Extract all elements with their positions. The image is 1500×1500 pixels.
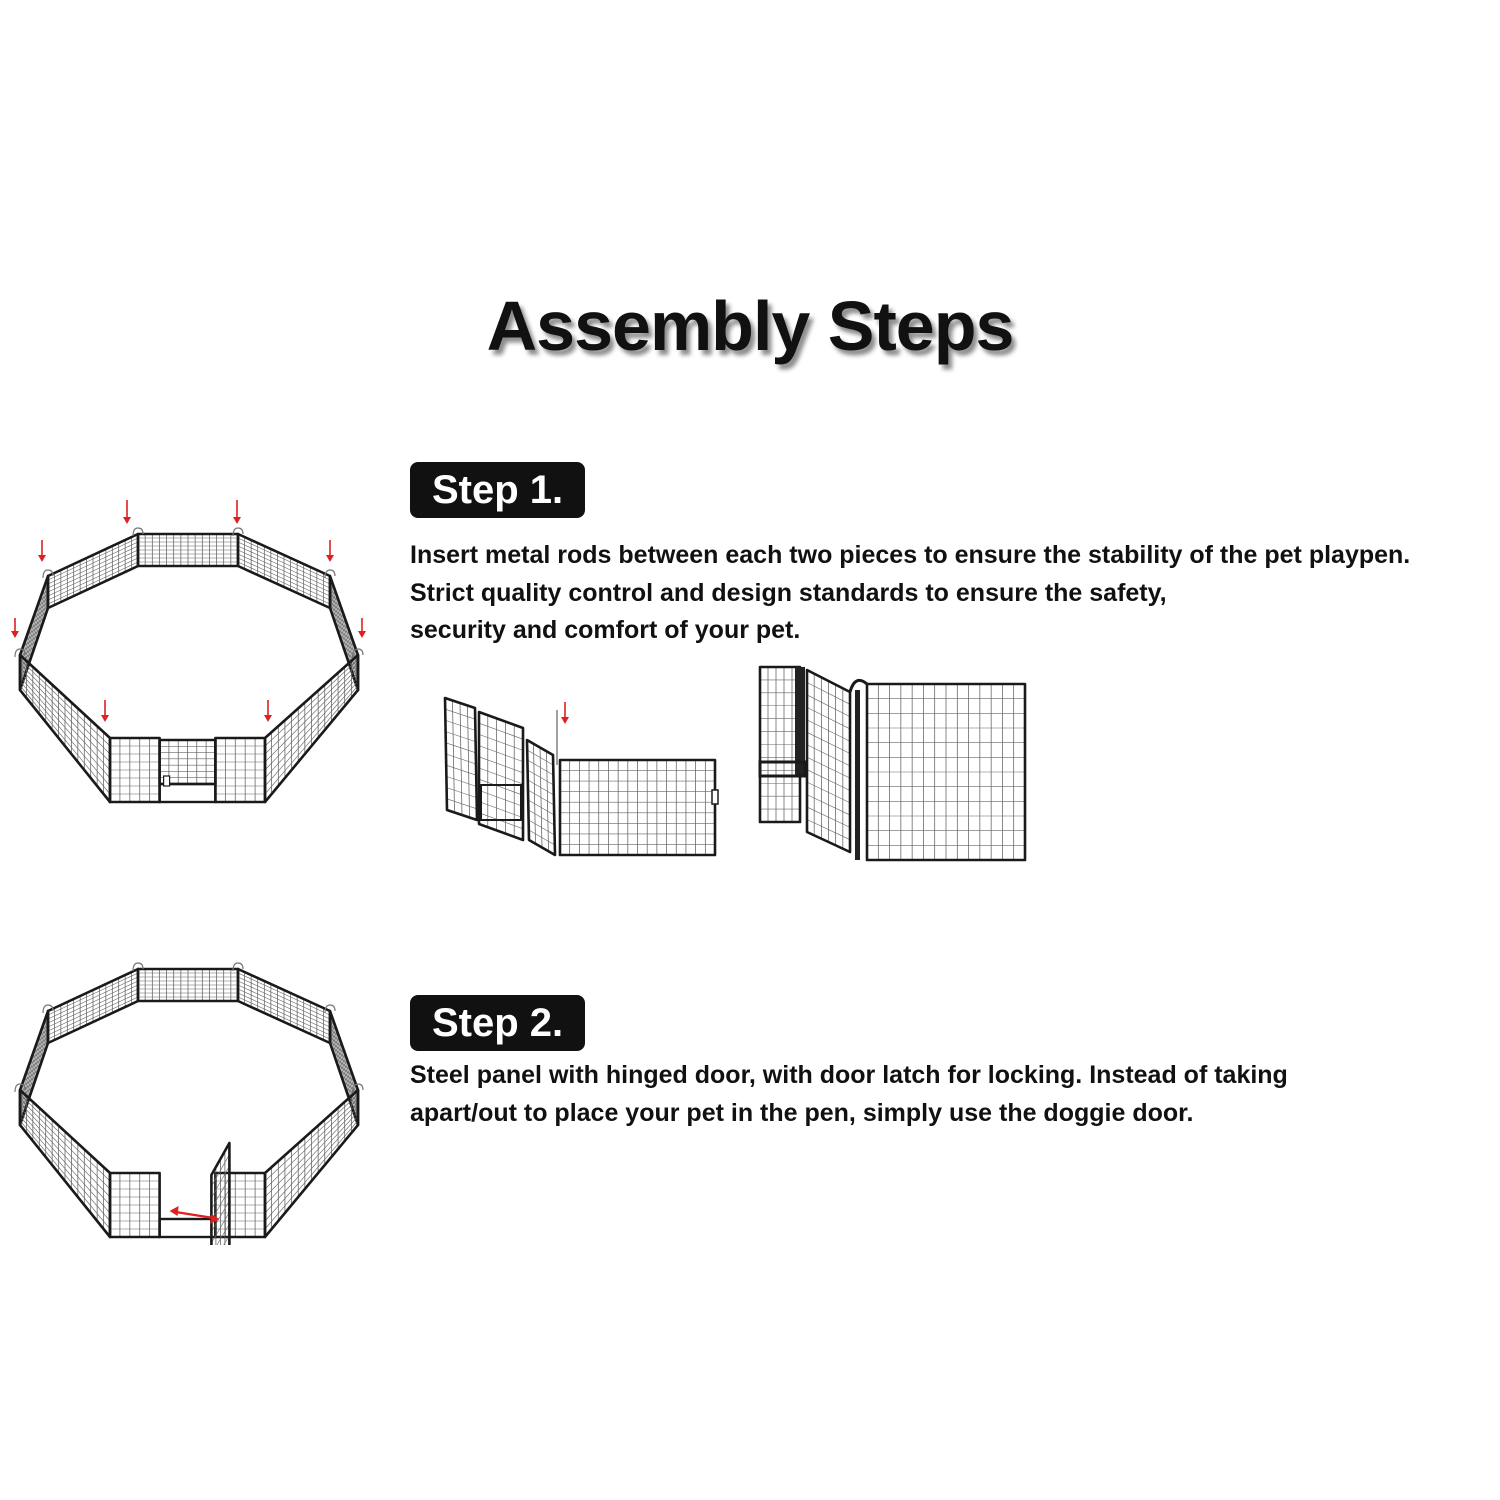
folded-panel-1 [443,696,479,822]
pen2-rod-hook-4 [232,962,244,972]
pen2-door-base [158,1217,217,1239]
page-title: Assembly Steps [486,287,1015,365]
pen2-rod-hook-3 [132,962,144,972]
pen1-front-left-panel [108,736,161,804]
pen2-door-swing-arrow [169,1206,220,1224]
pen1-rod-arrow-1 [11,618,19,638]
step-1-playpen-illustration [0,490,380,810]
pen1-rod-hook-6 [352,648,364,658]
closeup-right-panel [865,682,1027,862]
pen1-rod-arrow-6 [358,618,366,638]
pen1-rod-arrow-4 [233,500,241,524]
pen2-panel-1 [46,967,140,1045]
pen1-door-base [158,782,217,804]
pen1-rod-hook-3 [132,527,144,537]
folded-panel-3 [525,738,557,857]
step-1-line-2: Strict quality control and design standa… [410,578,1167,607]
pen1-rod-hook-2 [42,569,54,579]
pen2-rod-hook-1 [14,1083,26,1093]
closeup-door-base [758,760,807,778]
pen1-panel-3 [236,532,332,610]
panel-joint-closeup-illustration [755,662,1035,867]
pen2-panel-7 [18,1088,112,1239]
pen2-front-left-panel [108,1171,161,1239]
step-1-description: Insert metal rods between each two piece… [410,537,1410,650]
pen1-door-latch [163,775,171,787]
step-2-badge: Step 2. [410,995,586,1051]
folded-panels-illustration [435,690,725,860]
pen1-rod-arrow-5 [326,540,334,562]
pen1-rod-arrow-7 [101,700,109,722]
pen1-front-right-panel [214,736,267,804]
pen2-front-right-panel [214,1171,267,1239]
pen2-panel-2 [136,967,240,1003]
step-1-line-1: Insert metal rods between each two piece… [410,541,1411,569]
folded-door-frame [480,784,522,821]
step-1-badge: Step 1. [410,462,586,518]
pen1-rod-hook-4 [232,527,244,537]
pen1-panel-6 [263,653,360,804]
step-2-line-2: apart/out to place your pet in the pen, … [410,1098,1194,1127]
pen1-rod-arrow-3 [123,500,131,524]
pen1-panel-1 [46,532,140,610]
pen2-rod-hook-2 [42,1004,54,1014]
pen2-panel-4 [328,1009,360,1127]
pen1-panel-4 [328,574,360,692]
folded-panel-2 [477,710,525,842]
closeup-door-post [795,667,805,777]
pen2-panel-3 [236,967,332,1045]
pen2-rod-hook-6 [352,1083,364,1093]
pen1-rod-arrow-2 [38,540,46,562]
pen1-panel-2 [136,532,240,568]
pen1-panel-7 [18,653,112,804]
step-2-playpen-illustration [0,925,380,1245]
pen1-rod-hook-1 [14,648,26,658]
pen2-rod-hook-5 [324,1004,336,1014]
step-1-line-3: security and comfort of your pet. [410,616,801,644]
folded-panel-4 [558,758,717,857]
step-2-description: Steel panel with hinged door, with door … [410,1057,1288,1132]
closeup-middle-panel [805,668,852,854]
pen1-rod-arrow-8 [264,700,272,722]
closeup-rod-hook [848,678,868,693]
closeup-left-panel [758,665,802,824]
pen1-rod-hook-5 [324,569,336,579]
folded-rod-arrow [561,702,569,724]
step-2-line-1: Steel panel with hinged door, with door … [410,1061,1288,1089]
closeup-rod [855,690,860,860]
pen2-panel-6 [263,1088,360,1239]
folded-panel-latch [711,789,719,805]
